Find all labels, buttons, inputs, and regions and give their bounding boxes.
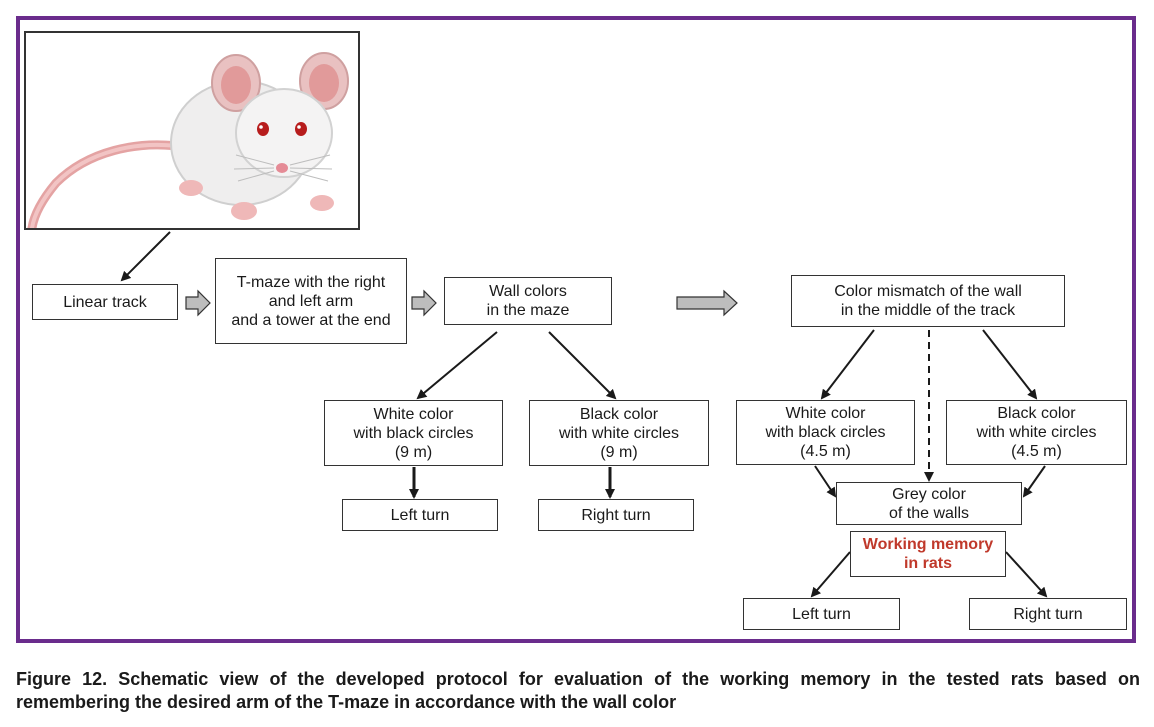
node-text: Left turn	[390, 506, 450, 524]
block-arrow-2	[411, 289, 437, 317]
arrow-mismatch-to-black45	[982, 329, 1038, 400]
node-text-highlight: in rats	[903, 555, 952, 572]
figure-caption: Figure 12. Schematic view of the develop…	[16, 669, 1140, 712]
node-wall-colors: Wall colors in the maze	[444, 277, 612, 325]
node-text: White color	[373, 405, 454, 423]
node-left-turn-a: Left turn	[342, 499, 498, 531]
node-black-4-5m: Black color with white circles (4.5 m)	[946, 400, 1127, 465]
arrow-rat-to-linear-track	[120, 231, 171, 282]
rat-illustration	[24, 31, 360, 230]
node-text: and a tower at the end	[231, 311, 391, 329]
node-right-turn-a: Right turn	[538, 499, 694, 531]
node-text: with white circles	[976, 424, 1097, 441]
arrow-mismatch-to-white45	[820, 329, 875, 400]
arrow-wall-to-black9	[548, 331, 617, 400]
node-text: Left turn	[792, 605, 851, 623]
node-black-9m: Black color with white circles (9 m)	[529, 400, 709, 466]
node-text: with black circles	[765, 424, 886, 441]
node-text: T-maze with the right	[236, 273, 386, 291]
node-text: in the middle of the track	[840, 302, 1016, 319]
node-text: Color mismatch of the wall	[834, 283, 1022, 300]
block-arrow-3	[676, 289, 738, 317]
node-text-highlight: Working memory	[862, 536, 994, 553]
node-right-turn-b: Right turn	[969, 598, 1127, 630]
node-text: Linear track	[63, 293, 147, 311]
arrow-black45-to-grey	[1022, 465, 1046, 498]
node-text: Right turn	[1013, 605, 1083, 623]
node-text: (4.5 m)	[1011, 443, 1062, 460]
node-text: Black color	[997, 405, 1076, 422]
node-t-maze: T-maze with the right and left arm and a…	[215, 258, 407, 344]
arrow-memory-to-left	[810, 551, 851, 598]
arrow-wall-to-white9	[416, 331, 498, 400]
node-text: Black color	[579, 405, 659, 423]
node-text: (9 m)	[600, 443, 638, 461]
arrow-memory-to-right	[1005, 551, 1048, 598]
rat-icon	[27, 52, 349, 228]
arrow-white45-to-grey	[814, 465, 837, 498]
node-color-mismatch: Color mismatch of the wall in the middle…	[791, 275, 1065, 327]
node-text: of the walls	[888, 504, 970, 522]
node-text: (4.5 m)	[800, 443, 851, 460]
node-text: White color	[785, 405, 866, 422]
node-text: with white circles	[558, 424, 680, 442]
block-arrow-1	[185, 289, 211, 317]
node-white-4-5m: White color with black circles (4.5 m)	[736, 400, 915, 465]
node-text: (9 m)	[394, 443, 433, 461]
node-white-9m: White color with black circles (9 m)	[324, 400, 503, 466]
node-left-turn-b: Left turn	[743, 598, 900, 630]
node-linear-track: Linear track	[32, 284, 178, 320]
node-working-memory: Working memory in rats	[850, 531, 1006, 577]
node-text: Grey color	[892, 485, 966, 503]
node-text: and left arm	[268, 292, 354, 310]
node-grey-walls: Grey color of the walls	[836, 482, 1022, 525]
node-text: Wall colors	[489, 283, 567, 300]
figure-frame	[16, 16, 1136, 643]
node-text: with black circles	[353, 424, 474, 442]
node-text: in the maze	[486, 302, 570, 319]
node-text: Right turn	[581, 506, 651, 524]
